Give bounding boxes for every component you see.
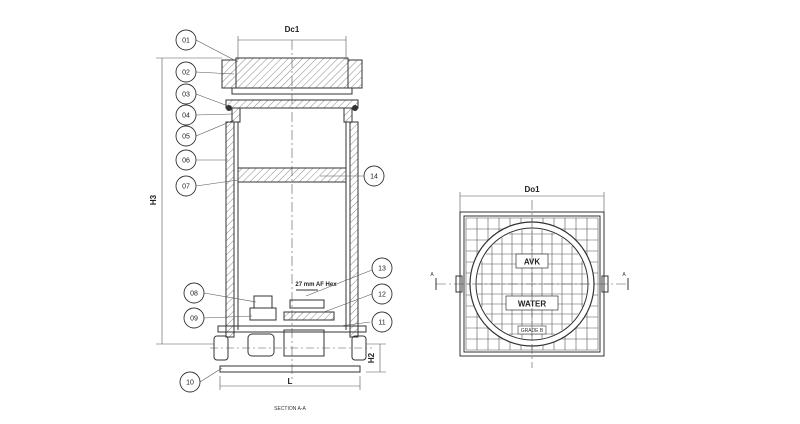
dim-h3: H3 <box>149 57 222 345</box>
svg-text:09: 09 <box>190 316 198 323</box>
outer-tube-left <box>225 121 235 338</box>
callout-13: 13 <box>371 257 393 279</box>
dim-label-h2: H2 <box>367 352 376 363</box>
hex-annotation: 27 mm AF Hex <box>295 282 337 288</box>
svg-text:04: 04 <box>182 113 190 120</box>
svg-text:06: 06 <box>182 158 190 165</box>
callout-14: 14 <box>363 165 385 187</box>
frame-right <box>347 59 363 89</box>
plan-view: Do1 AVK WATER GRADE B A A <box>430 185 629 368</box>
svg-text:01: 01 <box>182 38 190 45</box>
callout-04: 04 <box>175 104 197 126</box>
callout-08: 08 <box>183 282 205 304</box>
svg-text:08: 08 <box>190 291 198 298</box>
callout-12: 12 <box>371 283 393 305</box>
section-caption: SECTION A-A <box>274 406 306 412</box>
callout-11: 11 <box>371 311 393 333</box>
svg-text:11: 11 <box>378 320 385 327</box>
svg-text:05: 05 <box>182 134 190 141</box>
section-mark-left: A <box>430 272 434 278</box>
callout-01: 01 <box>175 29 197 51</box>
outer-tube-right <box>349 121 359 338</box>
callout-02: 02 <box>175 61 197 83</box>
dim-label-h3: H3 <box>149 194 158 205</box>
dim-l: L <box>219 376 361 390</box>
section-mark-right: A <box>622 272 626 278</box>
svg-text:10: 10 <box>186 380 194 387</box>
dim-label-dc1: Dc1 <box>285 25 300 34</box>
callout-10: 10 <box>179 371 201 393</box>
callout-07: 07 <box>175 175 197 197</box>
svg-text:03: 03 <box>182 92 190 99</box>
svg-text:07: 07 <box>182 184 190 191</box>
section-view <box>210 40 372 380</box>
svg-text:02: 02 <box>182 70 190 77</box>
callout-06: 06 <box>175 149 197 171</box>
dim-h2: H2 <box>366 343 386 373</box>
dim-label-l: L <box>288 377 293 386</box>
dim-dc1: Dc1 <box>237 25 347 60</box>
cover-grade: GRADE B <box>521 328 544 334</box>
dim-label-do1: Do1 <box>524 185 540 194</box>
callout-03: 03 <box>175 83 197 105</box>
svg-text:14: 14 <box>370 174 378 181</box>
callout-05: 05 <box>175 125 197 147</box>
callout-09: 09 <box>183 307 205 329</box>
svg-text:12: 12 <box>378 292 386 299</box>
svg-text:13: 13 <box>378 266 386 273</box>
callout-leaders <box>195 39 373 383</box>
